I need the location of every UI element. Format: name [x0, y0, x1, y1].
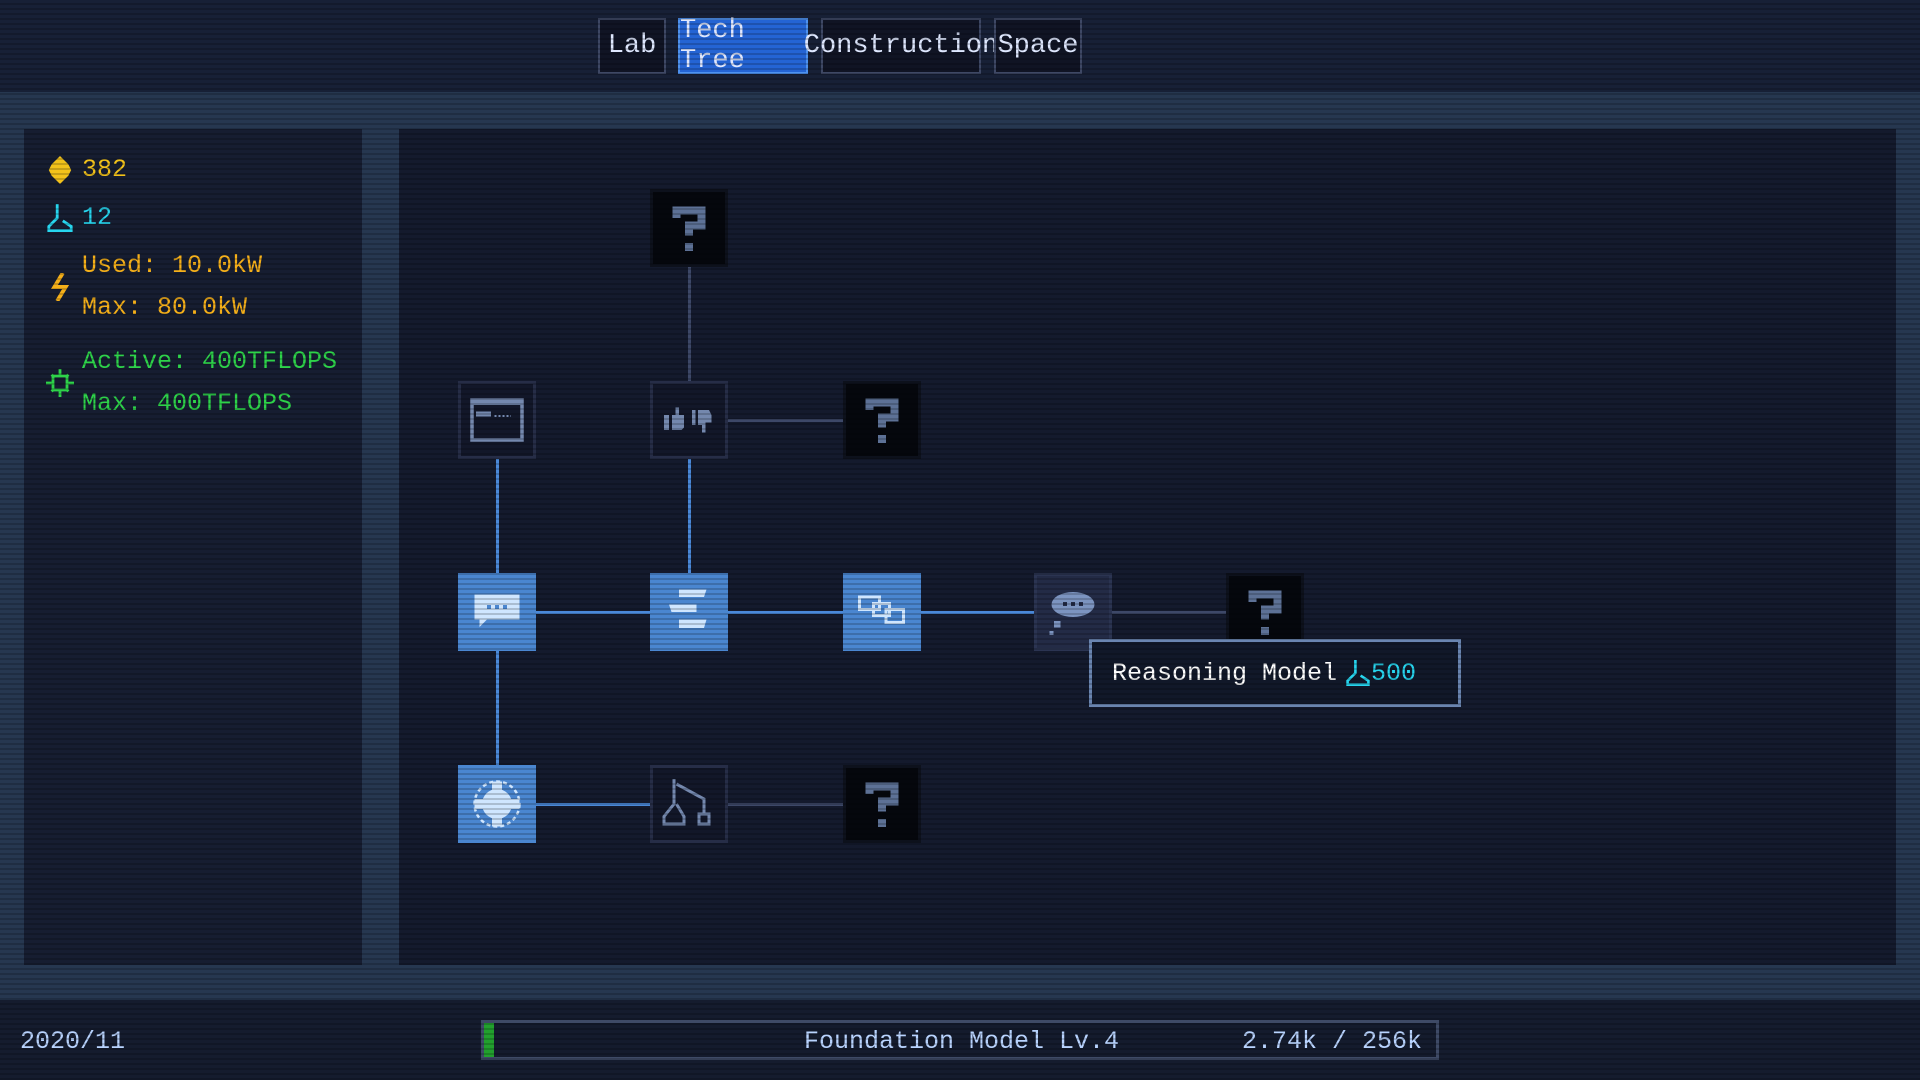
thought-bubble-icon: [1049, 592, 1095, 635]
flask-icon: [47, 204, 73, 232]
tech-tooltip: Reasoning Model 500: [1089, 639, 1461, 707]
model-name: Foundation Model Lv.4: [804, 1027, 1120, 1056]
question-icon: [1248, 590, 1282, 635]
tech-node-reasoning[interactable]: [1034, 573, 1112, 651]
lightning-icon: [50, 273, 70, 301]
progress-fill: [484, 1023, 495, 1057]
tech-node-chat[interactable]: [458, 573, 536, 651]
tech-node-chain[interactable]: [843, 573, 921, 651]
chip-icon: [46, 369, 74, 397]
edge: [920, 611, 1035, 614]
edge: [688, 459, 691, 573]
chain-link-icon: [858, 595, 906, 624]
thumbs-up-down-icon: [664, 407, 712, 433]
tab-construction[interactable]: Construction: [804, 18, 998, 74]
align-stack-icon: [669, 589, 707, 628]
tech-node-feedback[interactable]: [650, 381, 728, 459]
tooltip-tech-name: Reasoning Model: [1112, 658, 1338, 688]
tech-node-distill[interactable]: [650, 765, 728, 843]
compute-active: Active: 400TFLOPS: [82, 347, 338, 376]
game-date: 2020/11: [20, 1027, 126, 1056]
edge: [688, 267, 691, 381]
browser-window-icon: [470, 398, 524, 442]
tab-lab[interactable]: Lab: [598, 18, 666, 74]
edge: [536, 803, 651, 806]
tooltip-cost: 500: [1345, 659, 1416, 688]
edge: [728, 803, 843, 806]
tech-node-align[interactable]: [650, 573, 728, 651]
tech-tree-canvas[interactable]: [399, 129, 1896, 965]
edge: [728, 611, 843, 614]
research-value: 12: [82, 203, 113, 232]
edge: [728, 419, 843, 422]
tooltip-cost-value: 500: [1371, 658, 1417, 688]
resources-panel: 382 12 Used: 10.0kW Max: 80.0kW Active: …: [24, 129, 362, 965]
distillation-icon: [662, 779, 711, 826]
edge: [1112, 611, 1227, 614]
tech-node-unknown[interactable]: [650, 189, 728, 267]
tech-node-unknown[interactable]: [843, 381, 921, 459]
chat-bubble-icon: [474, 594, 520, 627]
edge: [496, 651, 499, 765]
question-icon: [865, 398, 899, 443]
top-nav-bar: Lab Tech Tree Construction Space: [0, 0, 1920, 92]
power-max: Max: 80.0kW: [82, 293, 248, 322]
tab-tech-tree[interactable]: Tech Tree: [678, 16, 808, 76]
flask-icon: [1346, 660, 1370, 686]
gold-value: 382: [82, 155, 128, 184]
power-used: Used: 10.0kW: [82, 251, 263, 280]
question-icon: [672, 206, 706, 251]
compute-max: Max: 400TFLOPS: [82, 389, 293, 418]
edge: [536, 611, 651, 614]
tab-space[interactable]: Space: [994, 18, 1082, 74]
tech-node-unknown[interactable]: [1226, 573, 1304, 651]
target-icon: [473, 780, 521, 828]
tech-node-target[interactable]: [458, 765, 536, 843]
diamond-icon: [48, 156, 72, 184]
question-icon: [865, 782, 899, 827]
model-progress-bar: Foundation Model Lv.4 2.74k / 256k: [481, 1020, 1439, 1060]
progress-text: 2.74k / 256k: [1241, 1027, 1422, 1056]
edge: [496, 459, 499, 573]
tech-node-unknown[interactable]: [843, 765, 921, 843]
tech-node-browser[interactable]: [458, 381, 536, 459]
